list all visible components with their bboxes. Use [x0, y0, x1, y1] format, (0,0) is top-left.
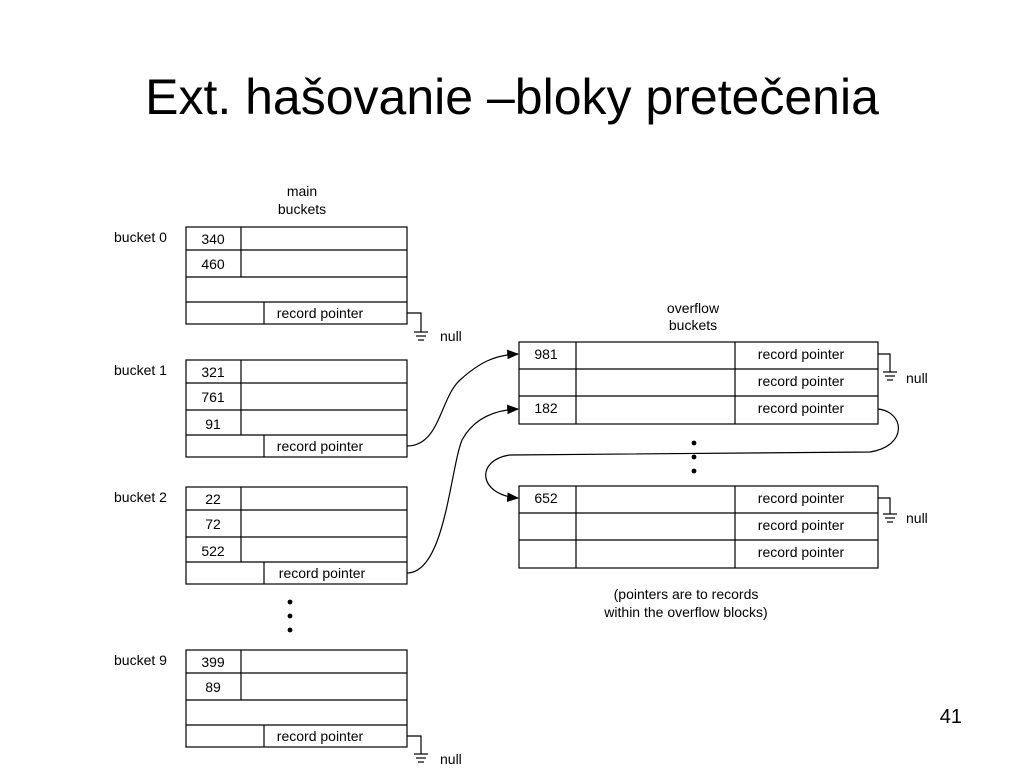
main-bucket-9: bucket 9 399 89 record pointer null — [114, 649, 462, 767]
record-pointer-label: record pointer — [279, 565, 366, 581]
slide-title: Ext. hašovanie –bloky pretečenia — [145, 69, 879, 125]
main-bucket-1: bucket 1 321 761 91 record pointer — [114, 359, 408, 458]
record-key: 460 — [201, 256, 225, 272]
record-pointer-label: record pointer — [758, 490, 845, 506]
record-key: 761 — [201, 389, 225, 405]
main-bucket-2: bucket 2 22 72 522 record pointer — [114, 486, 408, 585]
record-key: 340 — [201, 231, 225, 247]
record-key: 89 — [205, 679, 221, 695]
main-buckets-header-line2: buckets — [278, 201, 326, 217]
bucket-label: bucket 2 — [114, 489, 167, 505]
overflow-buckets-header-line1: overflow — [667, 300, 720, 316]
note-line2: within the overflow blocks) — [603, 604, 767, 620]
null-label: null — [440, 328, 462, 344]
record-pointer-label: record pointer — [758, 373, 845, 389]
record-pointer-label: record pointer — [758, 400, 845, 416]
record-key: 981 — [534, 346, 558, 362]
record-key: 522 — [201, 543, 225, 559]
overflow-buckets-header-line2: buckets — [669, 317, 717, 333]
record-key: 91 — [205, 416, 221, 432]
main-bucket-0: bucket 0 340 460 record pointer null — [114, 226, 462, 344]
null-label: null — [906, 370, 928, 386]
note-line1: (pointers are to records — [614, 586, 759, 602]
main-buckets-header-line1: main — [287, 183, 317, 199]
record-pointer-label: record pointer — [758, 517, 845, 533]
record-key: 321 — [201, 364, 225, 380]
record-key: 22 — [205, 491, 221, 507]
pointer-arrow-bucket1-to-981 — [406, 349, 520, 447]
overflow-block-1: 981 182 record pointer record pointer re… — [518, 341, 928, 425]
bucket-label: bucket 9 — [114, 652, 167, 668]
record-pointer-label: record pointer — [277, 305, 364, 321]
main-buckets-ellipsis — [287, 599, 293, 633]
overflow-block-2: 652 record pointer record pointer record… — [518, 485, 928, 569]
overflow-buckets-ellipsis — [691, 440, 697, 474]
record-key: 652 — [534, 490, 558, 506]
record-key: 72 — [205, 516, 221, 532]
null-label: null — [440, 751, 462, 767]
bucket-label: bucket 0 — [114, 229, 167, 245]
record-pointer-label: record pointer — [277, 728, 364, 744]
page-number: 41 — [939, 706, 962, 728]
record-key: 182 — [534, 400, 558, 416]
pointer-arrow-bucket2-to-182 — [406, 404, 520, 574]
record-pointer-label: record pointer — [758, 346, 845, 362]
record-key: 399 — [201, 654, 225, 670]
record-pointer-label: record pointer — [758, 544, 845, 560]
pointer-arrow-182-to-652 — [485, 408, 899, 502]
record-pointer-label: record pointer — [277, 438, 364, 454]
null-label: null — [906, 510, 928, 526]
bucket-label: bucket 1 — [114, 362, 167, 378]
